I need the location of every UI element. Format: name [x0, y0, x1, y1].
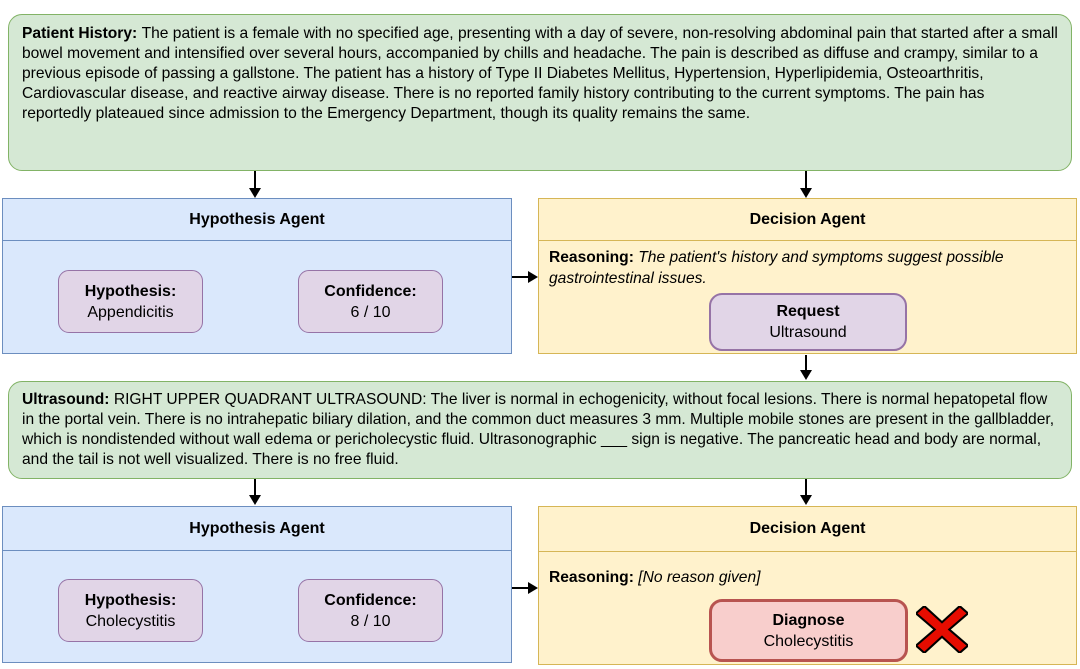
request-label: Request: [776, 303, 840, 320]
confidence-chip-2: Confidence: 8 / 10: [298, 579, 443, 642]
arrow-hypothesis1-to-decision1: [512, 271, 538, 283]
ultrasound-text: RIGHT UPPER QUADRANT ULTRASOUND: The liv…: [22, 391, 1055, 468]
reasoning-label-2: Reasoning:: [549, 569, 639, 586]
decision-agent-1-title: Decision Agent: [539, 199, 1076, 241]
decision-1-reasoning: Reasoning: The patient's history and sym…: [549, 247, 1064, 289]
request-value: Ultrasound: [769, 324, 847, 341]
diagnose-cholecystitis-chip: Diagnose Cholecystitis: [709, 599, 908, 662]
decision-agent-2-title: Decision Agent: [539, 507, 1076, 552]
arrow-hypothesis2-to-decision2: [512, 582, 538, 594]
request-ultrasound-chip: Request Ultrasound: [709, 293, 907, 351]
patient-history-text: The patient is a female with no specifie…: [22, 25, 1058, 122]
ultrasound-note: Ultrasound: RIGHT UPPER QUADRANT ULTRASO…: [8, 381, 1072, 479]
hypothesis-value-2: Cholecystitis: [85, 612, 176, 630]
hypothesis-agent-2-title: Hypothesis Agent: [3, 507, 511, 551]
hypothesis-label-1: Hypothesis:: [84, 282, 177, 300]
arrow-history-to-decision1: [800, 171, 812, 198]
arrow-history-to-hypothesis1: [249, 171, 261, 198]
decision-agent-2: Decision Agent Reasoning: [No reason giv…: [538, 506, 1077, 665]
hypothesis-agent-1-title: Hypothesis Agent: [3, 199, 511, 241]
patient-history-note: Patient History: The patient is a female…: [8, 14, 1072, 171]
ultrasound-label: Ultrasound:: [22, 391, 114, 408]
hypothesis-chip-2: Hypothesis: Cholecystitis: [58, 579, 203, 642]
hypothesis-label-2: Hypothesis:: [84, 591, 177, 609]
incorrect-x-icon: [916, 606, 968, 653]
diagnose-label: Diagnose: [772, 611, 845, 629]
confidence-chip-1: Confidence: 6 / 10: [298, 270, 443, 333]
hypothesis-agent-2: Hypothesis Agent Hypothesis: Cholecystit…: [2, 506, 512, 663]
reasoning-label-1: Reasoning:: [549, 249, 639, 266]
hypothesis-value-1: Appendicitis: [87, 303, 174, 321]
confidence-label-1: Confidence:: [324, 282, 417, 300]
reasoning-text-1: The patient's history and symptoms sugge…: [549, 249, 1004, 287]
hypothesis-agent-1: Hypothesis Agent Hypothesis: Appendiciti…: [2, 198, 512, 354]
decision-2-reasoning: Reasoning: [No reason given]: [549, 567, 1064, 588]
diagnose-value: Cholecystitis: [763, 632, 854, 650]
arrow-ultrasound-to-hypothesis2: [249, 479, 261, 505]
patient-history-label: Patient History:: [22, 25, 142, 42]
reasoning-text-2: [No reason given]: [638, 569, 761, 586]
confidence-label-2: Confidence:: [324, 591, 417, 609]
confidence-value-1: 6 / 10: [350, 303, 391, 321]
arrow-ultrasound-to-decision2: [800, 479, 812, 505]
arrow-decision1-to-ultrasound: [800, 355, 812, 380]
hypothesis-chip-1: Hypothesis: Appendicitis: [58, 270, 203, 333]
confidence-value-2: 8 / 10: [350, 612, 391, 630]
decision-agent-1: Decision Agent Reasoning: The patient's …: [538, 198, 1077, 354]
